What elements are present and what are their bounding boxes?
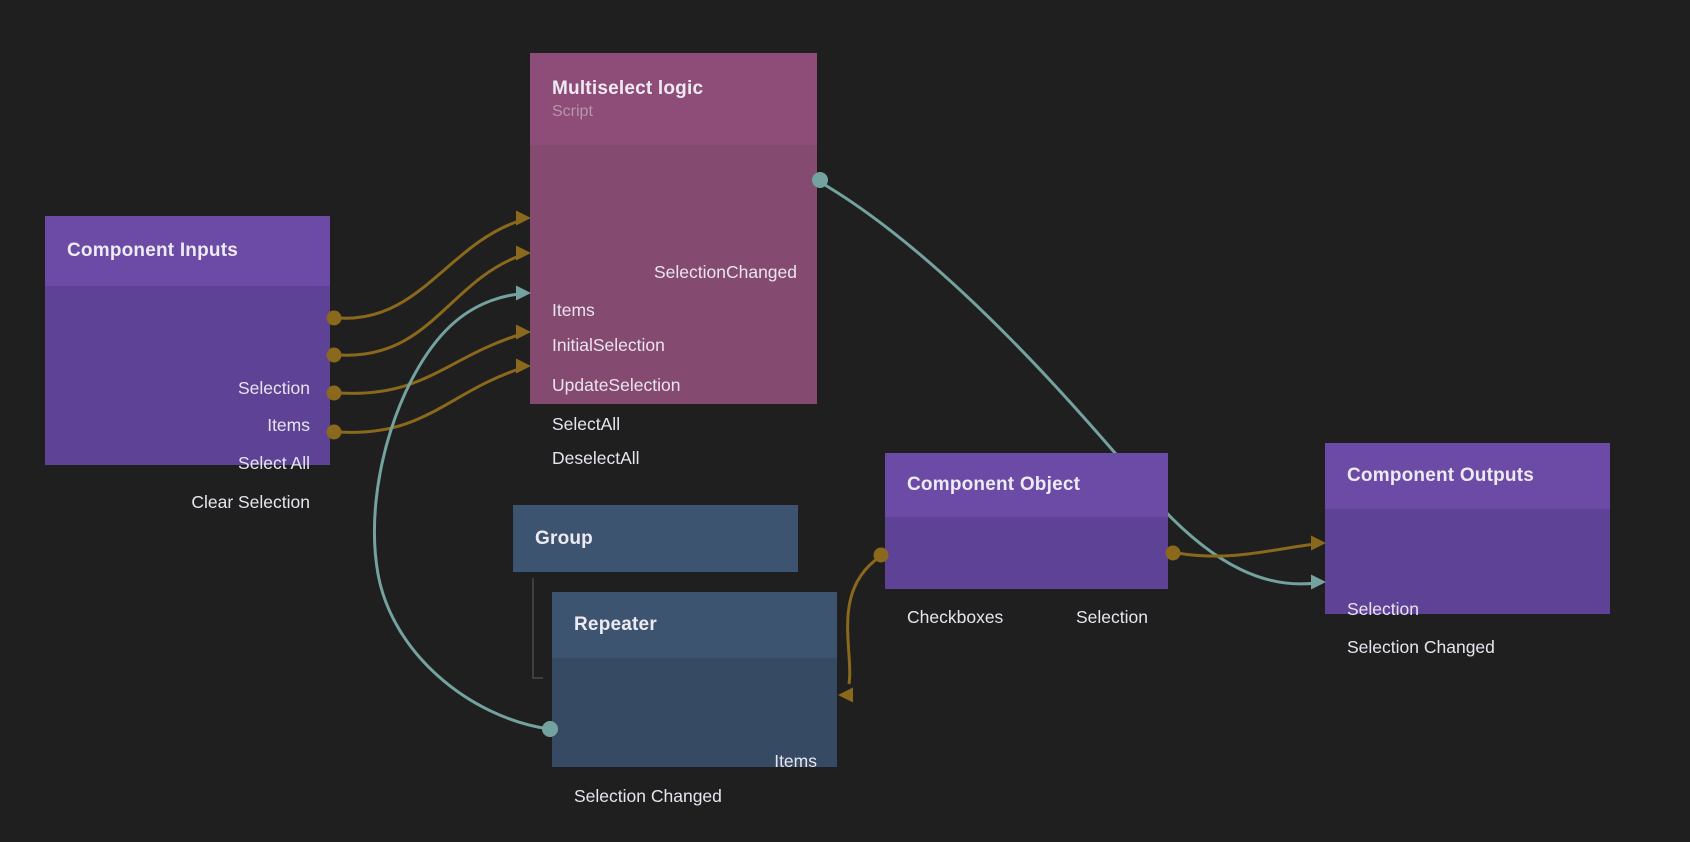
arrowhead-deselect-all bbox=[516, 358, 531, 374]
port-dot-checkboxes[interactable] bbox=[873, 547, 889, 563]
port-selection-input[interactable]: Selection bbox=[1347, 599, 1419, 619]
port-select-all-input[interactable]: SelectAll bbox=[552, 414, 621, 434]
node-title: Component Inputs bbox=[67, 240, 239, 261]
port-selection-changed-output[interactable]: SelectionChanged bbox=[653, 262, 797, 282]
node-component-object[interactable]: Component Object Checkboxes Selection bbox=[885, 453, 1168, 627]
port-selection-changed-output[interactable]: Selection Changed bbox=[574, 786, 722, 806]
port-selection-output[interactable]: Selection bbox=[1076, 607, 1148, 627]
arrowhead-initial-selection bbox=[516, 245, 531, 261]
node-title: Multiselect logic bbox=[552, 77, 704, 99]
node-body[interactable]: Checkboxes Selection bbox=[885, 517, 1168, 627]
connection-items-to-initialselection[interactable] bbox=[338, 253, 523, 357]
port-clear-selection-output[interactable]: Clear Selection bbox=[191, 492, 310, 512]
arrowhead-repeater-items bbox=[838, 687, 853, 703]
port-dot-inputs-selection[interactable] bbox=[326, 310, 342, 326]
connection-checkboxes-to-repeater-items[interactable] bbox=[846, 554, 882, 685]
connection-selection-to-outputs-selection[interactable] bbox=[1176, 542, 1317, 558]
node-component-outputs[interactable]: Component Outputs Selection Selection Ch… bbox=[1325, 443, 1610, 657]
arrowhead-update-selection bbox=[516, 285, 531, 301]
node-body[interactable]: Items Selection Changed bbox=[552, 658, 837, 806]
node-header[interactable]: Group bbox=[513, 505, 798, 572]
port-selection-changed-input[interactable]: Selection Changed bbox=[1347, 637, 1495, 657]
port-deselect-all-input[interactable]: DeselectAll bbox=[552, 448, 640, 468]
connection-selectall-to-selectall[interactable] bbox=[338, 332, 523, 395]
node-header[interactable]: Component Inputs bbox=[45, 216, 330, 286]
connection-selection-to-items[interactable] bbox=[338, 218, 523, 320]
node-title: Repeater bbox=[574, 614, 657, 635]
node-multiselect-logic[interactable]: Multiselect logic Script SelectionChange… bbox=[530, 53, 817, 468]
port-dot-object-selection[interactable] bbox=[1165, 545, 1181, 561]
port-update-selection-input[interactable]: UpdateSelection bbox=[552, 375, 681, 395]
node-subtitle: Script bbox=[552, 102, 593, 120]
port-dot-selection-changed[interactable] bbox=[812, 172, 828, 188]
group-repeater-hierarchy-line bbox=[532, 578, 543, 679]
connection-clearselection-to-deselectall[interactable] bbox=[338, 366, 523, 434]
port-dot-repeater-selection-changed[interactable] bbox=[542, 721, 558, 737]
port-items-output[interactable]: Items bbox=[267, 415, 310, 435]
port-items-input[interactable]: Items bbox=[774, 751, 817, 771]
port-initial-selection-input[interactable]: InitialSelection bbox=[552, 335, 665, 355]
node-title: Component Object bbox=[907, 474, 1081, 495]
port-dot-inputs-select-all[interactable] bbox=[326, 385, 342, 401]
node-header[interactable]: Repeater bbox=[552, 592, 837, 658]
connection-selectionchanged-to-updateselection[interactable] bbox=[373, 292, 550, 731]
node-repeater[interactable]: Repeater Items Selection Changed bbox=[552, 592, 837, 806]
node-group[interactable]: Group bbox=[513, 505, 798, 572]
port-selection-output[interactable]: Selection bbox=[238, 378, 310, 398]
node-body[interactable]: SelectionChanged Items InitialSelection … bbox=[530, 145, 817, 468]
port-dot-inputs-clear-selection[interactable] bbox=[326, 424, 342, 440]
arrowhead-select-all bbox=[516, 324, 531, 340]
node-component-inputs[interactable]: Component Inputs Selection Items Select … bbox=[45, 216, 330, 512]
port-select-all-output[interactable]: Select All bbox=[238, 453, 310, 473]
port-dot-inputs-items[interactable] bbox=[326, 347, 342, 363]
node-header[interactable]: Component Object bbox=[885, 453, 1168, 517]
node-header[interactable]: Component Outputs bbox=[1325, 443, 1610, 509]
port-checkboxes-output[interactable]: Checkboxes bbox=[907, 607, 1004, 627]
node-title: Group bbox=[535, 527, 593, 549]
node-header[interactable]: Multiselect logic Script bbox=[530, 53, 817, 145]
arrowhead-outputs-selection-changed bbox=[1311, 574, 1326, 590]
port-items-input[interactable]: Items bbox=[552, 300, 595, 320]
node-body[interactable]: Selection Items Select All Clear Selecti… bbox=[45, 286, 330, 512]
arrowhead-outputs-selection bbox=[1311, 535, 1326, 551]
node-title: Component Outputs bbox=[1347, 465, 1535, 486]
arrowhead-items bbox=[516, 210, 531, 226]
node-body[interactable]: Selection Selection Changed bbox=[1325, 509, 1610, 657]
